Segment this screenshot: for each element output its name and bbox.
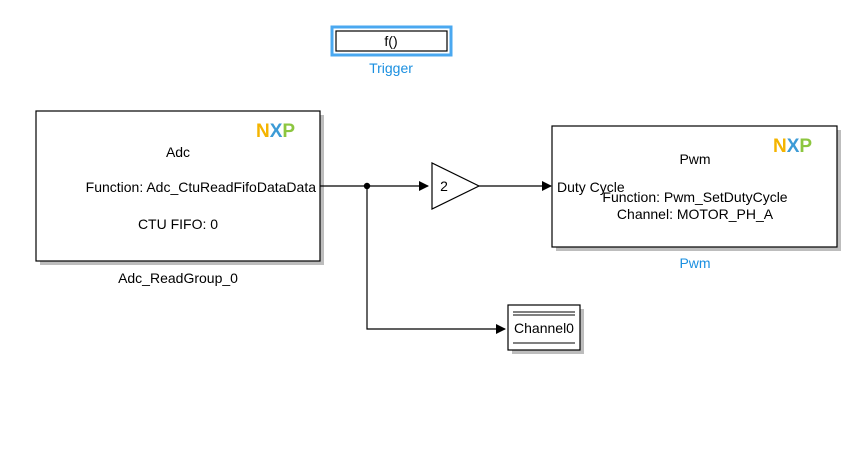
pwm-function-label: Function: Pwm_SetDutyCycle — [602, 189, 787, 205]
adc-nxp-logo: NXP — [256, 121, 295, 142]
adc-block-body[interactable] — [35, 110, 321, 262]
trigger-block-body[interactable] — [335, 30, 448, 52]
adc-block-name[interactable]: Adc_ReadGroup_0 — [118, 270, 238, 286]
adc-function-label: Function: Adc_CtuReadFifoDataData — [86, 179, 317, 195]
trigger-block[interactable]: f() — [330, 25, 453, 57]
pwm-block[interactable]: NXP Pwm Duty Cycle Function: Pwm_SetDuty… — [551, 125, 841, 251]
trigger-block-name[interactable]: Trigger — [369, 60, 413, 76]
trigger-selection-highlight — [330, 25, 453, 57]
pwm-block-name[interactable]: Pwm — [679, 255, 710, 271]
pwm-input-port-label: Duty Cycle — [557, 179, 625, 195]
pwm-block-body[interactable] — [551, 125, 838, 248]
adc-ctu-fifo-label: CTU FIFO: 0 — [138, 216, 218, 232]
signal-branch-to-display[interactable] — [366, 186, 506, 334]
pwm-nxp-logo: NXP — [773, 136, 812, 157]
display-label: Channel0 — [514, 320, 574, 336]
gain-value: 2 — [440, 178, 448, 194]
trigger-block-label: f() — [384, 33, 397, 49]
gain-block[interactable]: 2 — [431, 162, 481, 210]
display-block[interactable]: Channel0 — [507, 304, 584, 354]
adc-block-title: Adc — [166, 144, 190, 160]
adc-block[interactable]: NXP Adc Function: Adc_CtuReadFifoDataDat… — [35, 110, 324, 265]
pwm-block-title: Pwm — [679, 151, 710, 167]
gain-triangle[interactable] — [431, 162, 481, 210]
pwm-channel-label: Channel: MOTOR_PH_A — [617, 206, 774, 222]
